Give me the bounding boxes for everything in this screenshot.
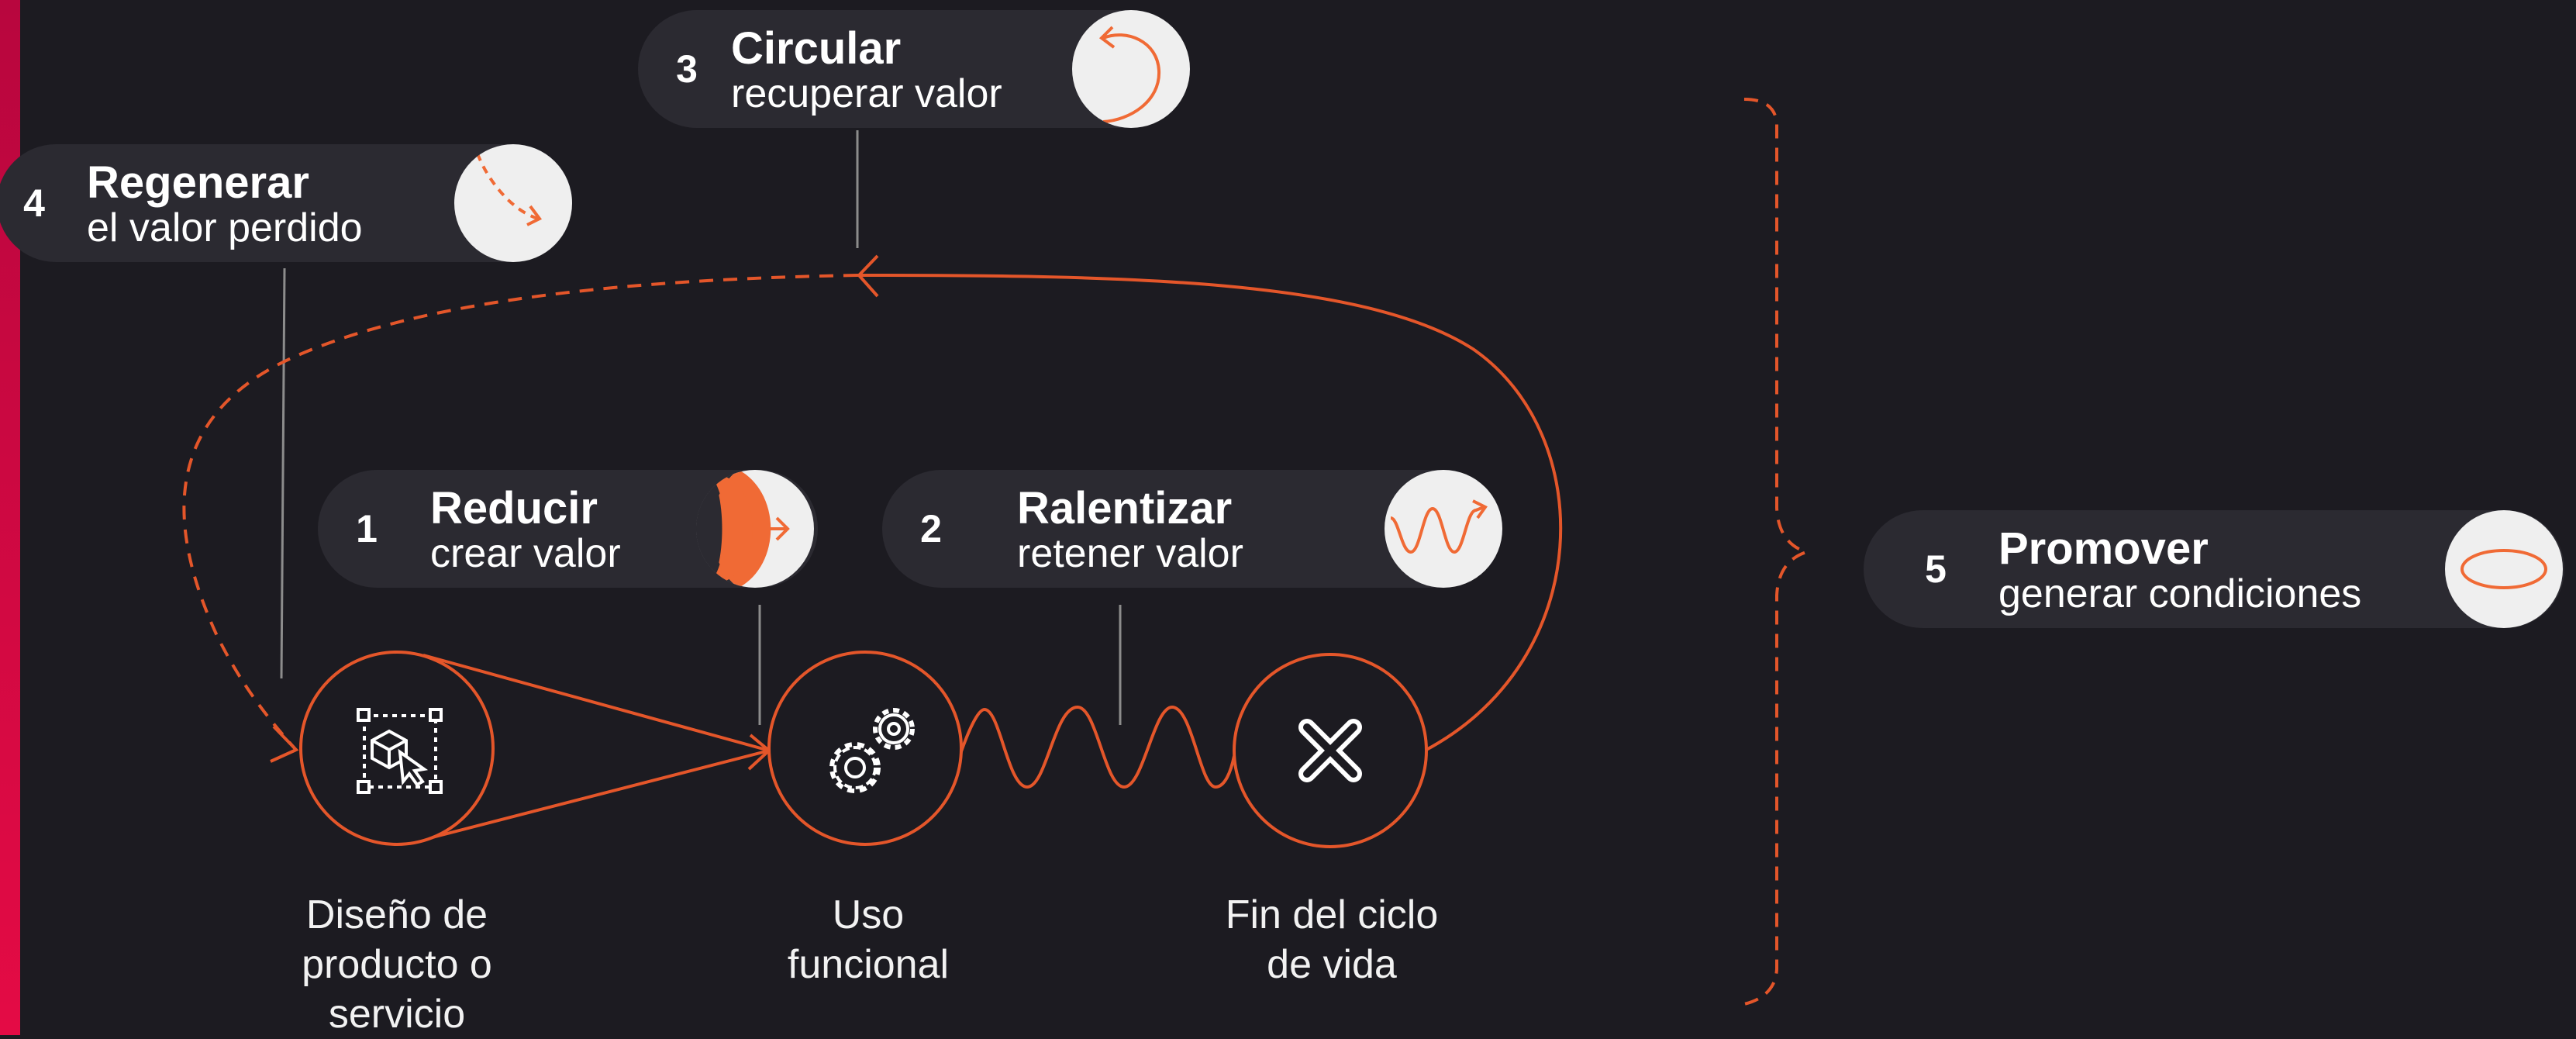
strategy-pill-circular: 3 Circular recuperar valor bbox=[638, 10, 1190, 128]
wave-arrow-icon bbox=[1390, 499, 1488, 554]
stage-circle-use bbox=[767, 651, 963, 846]
stage-label-end: Fin del ciclo de vida bbox=[1177, 890, 1487, 989]
strategy-pill-regenerar: 4 Regenerar el valor perdido bbox=[0, 144, 572, 262]
convergence-line-bottom bbox=[422, 749, 770, 841]
strategy-title: Regenerar bbox=[87, 157, 309, 208]
stage-label-use: Uso funcional bbox=[713, 890, 1023, 989]
stage-label-line: producto o bbox=[302, 942, 492, 987]
strategy-icon-disc bbox=[696, 470, 814, 588]
stage-label-line: servicio bbox=[328, 992, 466, 1037]
dashed-arc-arrow-icon bbox=[476, 153, 543, 226]
strategy-icon-disc bbox=[1385, 470, 1502, 588]
ellipse-icon bbox=[2460, 549, 2547, 589]
half-disc-arrow-icon bbox=[696, 470, 790, 588]
slow-wave-path bbox=[958, 705, 1236, 789]
promover-bracket bbox=[1743, 98, 1812, 1006]
stage-label-line: de vida bbox=[1267, 942, 1397, 987]
regenerar-arrowhead bbox=[270, 725, 299, 763]
strategy-subtitle: generar condiciones bbox=[1998, 571, 2362, 616]
strategy-icon-disc bbox=[1072, 10, 1190, 128]
strategy-title: Reducir bbox=[430, 483, 598, 533]
strategy-title: Ralentizar bbox=[1017, 483, 1233, 533]
design-product-icon bbox=[357, 708, 443, 794]
strategy-subtitle: el valor perdido bbox=[87, 205, 363, 250]
loop-arrow-icon bbox=[1098, 26, 1161, 123]
stage-label-line: funcional bbox=[787, 942, 950, 987]
stage-label-line: Diseño de bbox=[305, 892, 488, 937]
strategy-subtitle: retener valor bbox=[1017, 531, 1243, 576]
strategy-number: 4 bbox=[23, 181, 45, 225]
strategy-title: Promover bbox=[1998, 523, 2209, 574]
strategy-icon-disc bbox=[2445, 510, 2563, 628]
stage-label-line: Fin del ciclo bbox=[1225, 892, 1439, 937]
stage-label-design: Diseño de producto o servicio bbox=[242, 890, 552, 1039]
strategy-subtitle: recuperar valor bbox=[731, 71, 1002, 116]
strategy-pill-promover: 5 Promover generar condiciones bbox=[1864, 510, 2564, 628]
gears-icon bbox=[829, 708, 915, 793]
strategy-title: Circular bbox=[731, 23, 902, 74]
strategy-pill-reducir: 1 Reducir crear valor bbox=[318, 470, 818, 588]
regenerar-connector-line bbox=[280, 268, 286, 679]
stage-label-line: Uso bbox=[832, 892, 905, 937]
strategy-pill-ralentizar: 2 Ralentizar retener valor bbox=[882, 470, 1502, 588]
stage-circle-end bbox=[1233, 653, 1428, 848]
strategy-number: 5 bbox=[1925, 547, 1947, 591]
strategy-number: 2 bbox=[920, 507, 942, 551]
strategy-icon-disc bbox=[454, 144, 572, 262]
strategy-subtitle: crear valor bbox=[430, 531, 621, 576]
regenerar-dashed-path bbox=[182, 274, 858, 750]
strategy-number: 1 bbox=[356, 507, 378, 551]
convergence-line-top bbox=[422, 654, 770, 752]
circular-loop-path bbox=[857, 274, 1563, 752]
stage-circle-design bbox=[299, 651, 495, 846]
circular-loop-arrowhead bbox=[857, 254, 879, 298]
strategy-number: 3 bbox=[676, 47, 698, 91]
